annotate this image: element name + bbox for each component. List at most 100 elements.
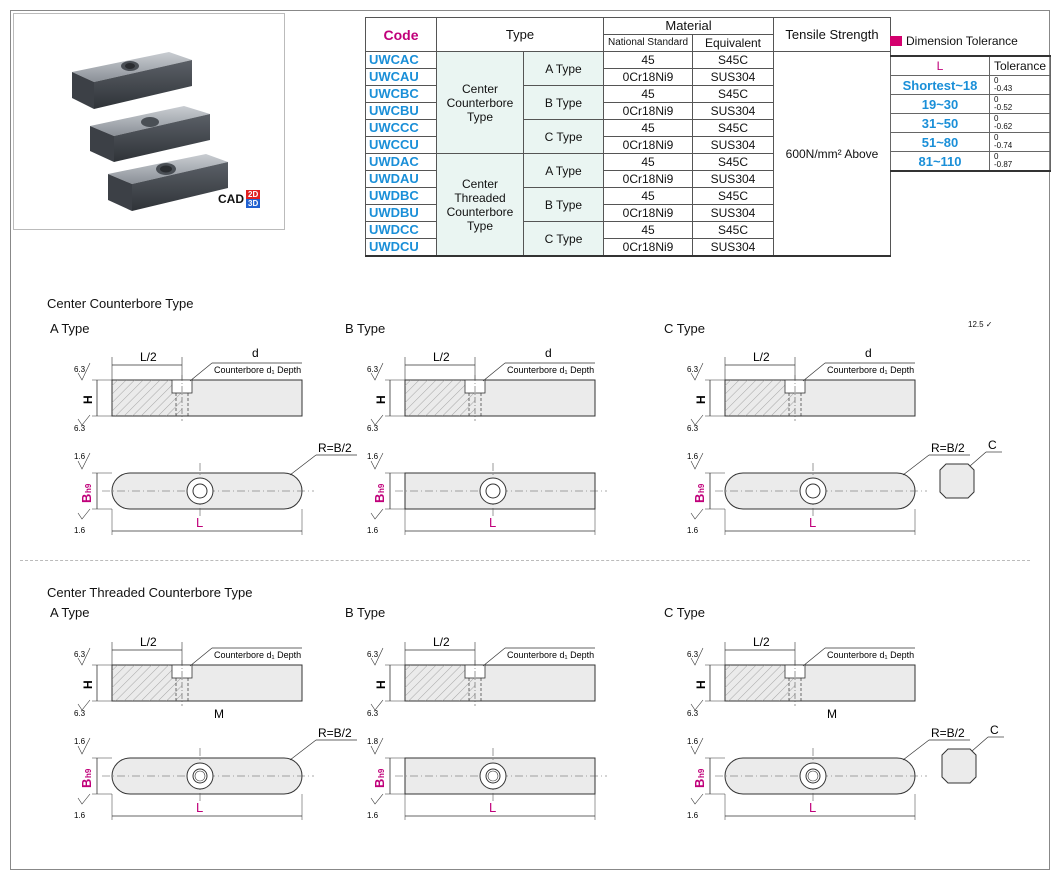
header-equivalent: Equivalent xyxy=(692,34,774,52)
h9-label: h9 xyxy=(697,768,706,778)
national-cell: 0Cr18Ni9 xyxy=(603,204,693,222)
equivalent-cell: S45C xyxy=(692,119,774,137)
subtype-b: B Type xyxy=(523,187,604,222)
r-label: R=B/2 xyxy=(318,441,352,455)
m-label: M xyxy=(214,707,224,721)
half-l-label: L/2 xyxy=(140,635,157,649)
subtype-b: B Type xyxy=(523,85,604,120)
roughness-bottom: 1.6 xyxy=(74,811,86,820)
half-l-label: L/2 xyxy=(433,635,450,649)
code-cell: UWCBU xyxy=(365,102,437,120)
counterbore-label: Counterbore d₁ Depth xyxy=(827,650,914,660)
roughness-top: 6.3 xyxy=(74,365,86,374)
roughness-bottom: 1.6 xyxy=(367,811,379,820)
national-cell: 45 xyxy=(603,51,693,69)
national-cell: 0Cr18Ni9 xyxy=(603,136,693,154)
code-cell: UWDBC xyxy=(365,187,437,205)
national-cell: 45 xyxy=(603,85,693,103)
product-photo xyxy=(13,13,285,230)
roughness-bottom: 1.6 xyxy=(687,526,699,535)
l-label: L xyxy=(809,515,816,530)
code-cell: UWCBC xyxy=(365,85,437,103)
l-label: L xyxy=(196,800,203,815)
top-view-drawing: B h9 1.8 1.6 L xyxy=(367,737,607,820)
code-cell: UWCAU xyxy=(365,68,437,86)
tolerance-header-l: L xyxy=(890,55,990,76)
header-type: Type xyxy=(436,17,604,52)
product-image xyxy=(72,52,228,211)
roughness-bottom: 6.3 xyxy=(687,709,699,718)
roughness-bottom: 1.6 xyxy=(687,811,699,820)
roughness-top: 6.3 xyxy=(687,365,699,374)
national-cell: 45 xyxy=(603,187,693,205)
top-view-drawing: B h9 1.6 1.6 L R=B/2 xyxy=(687,726,970,820)
roughness-bottom: 6.3 xyxy=(74,709,86,718)
label-c-type: C Type xyxy=(664,605,705,620)
half-l-label: L/2 xyxy=(753,635,770,649)
code-cell: UWDCC xyxy=(365,221,437,239)
subtype-c: C Type xyxy=(523,119,604,154)
roughness-bottom: 6.3 xyxy=(74,424,86,433)
roughness-symbol: 12.5 ✓ xyxy=(968,320,993,329)
m-label: M xyxy=(827,707,837,721)
b-label: B xyxy=(372,494,387,503)
h-label: H xyxy=(694,680,708,689)
subtype-a: A Type xyxy=(523,153,604,188)
equivalent-cell: S45C xyxy=(692,153,774,171)
type-group-threaded: Center Threaded Counterbore Type xyxy=(436,153,524,257)
national-cell: 0Cr18Ni9 xyxy=(603,170,693,188)
section-title-threaded: Center Threaded Counterbore Type xyxy=(47,585,253,600)
header-national: National Standard xyxy=(603,34,693,52)
top-view-drawing: B h9 1.6 1.6 L R=B/2 xyxy=(74,441,357,535)
code-table: Code Type Material Tensile Strength Nati… xyxy=(365,17,891,257)
roughness-top: 1.6 xyxy=(687,737,699,746)
header-material: Material xyxy=(603,17,774,35)
c-label: C xyxy=(988,438,997,452)
side-view-drawing: L/2 H 6.3 6.3 d Counterbore d₁ Depth xyxy=(687,346,916,433)
header-code: Code xyxy=(365,17,437,52)
roughness-top: 1.6 xyxy=(74,737,86,746)
h-label: H xyxy=(374,680,388,689)
h-label: H xyxy=(694,395,708,404)
side-view-drawing: L/2 H 6.3 6.3 d Counterbore d₁ Depth xyxy=(367,346,596,433)
h-label: H xyxy=(81,680,95,689)
subtype-c: C Type xyxy=(523,221,604,257)
equivalent-cell: SUS304 xyxy=(692,68,774,86)
l-label: L xyxy=(196,515,203,530)
roughness-top: 6.3 xyxy=(74,650,86,659)
h-label: H xyxy=(81,395,95,404)
half-l-label: L/2 xyxy=(140,350,157,364)
roughness-top: 6.3 xyxy=(687,650,699,659)
roughness-top: 1.6 xyxy=(74,452,86,461)
header-tensile: Tensile Strength xyxy=(773,17,891,52)
side-view-drawing: L/2 H 6.3 6.3 d Counterbore d₁ Depth xyxy=(74,346,303,433)
type-group-center: Center Counterbore Type xyxy=(436,51,524,154)
h-label: H xyxy=(374,395,388,404)
label-b-type: B Type xyxy=(345,605,386,620)
b-label: B xyxy=(692,779,707,788)
side-view-drawing: L/2 H 6.3 6.3 Counterbore d₁ Depth M xyxy=(74,635,303,721)
roughness-bottom: 6.3 xyxy=(367,709,379,718)
counterbore-label: Counterbore d₁ Depth xyxy=(214,365,301,375)
section-divider xyxy=(20,560,1030,561)
cad-3d-badge: 3D xyxy=(246,199,261,208)
roughness-top: 6.3 xyxy=(367,650,379,659)
code-cell: UWDAU xyxy=(365,170,437,188)
roughness-bottom: 6.3 xyxy=(687,424,699,433)
half-l-label: L/2 xyxy=(433,350,450,364)
side-view-drawing: L/2 H 6.3 6.3 Counterbore d₁ Depth M xyxy=(687,635,916,721)
counterbore-label: Counterbore d₁ Depth xyxy=(214,650,301,660)
equivalent-cell: S45C xyxy=(692,85,774,103)
equivalent-cell: SUS304 xyxy=(692,170,774,188)
cad-2d-badge: 2D xyxy=(246,190,261,199)
equivalent-cell: SUS304 xyxy=(692,102,774,120)
h9-label: h9 xyxy=(377,483,386,493)
top-view-drawing: B h9 1.6 1.6 L R=B/2 xyxy=(74,726,357,820)
h9-label: h9 xyxy=(84,768,93,778)
code-cell: UWCCC xyxy=(365,119,437,137)
national-cell: 0Cr18Ni9 xyxy=(603,238,693,257)
